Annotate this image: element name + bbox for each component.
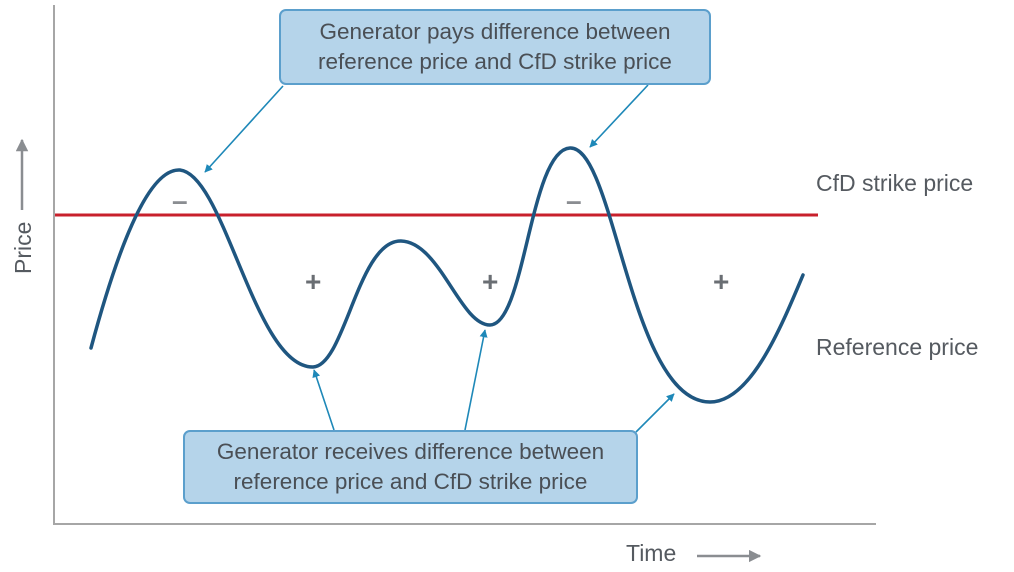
reference-price-curve	[89, 146, 805, 404]
generator-pays-line-1: Generator pays difference between	[319, 19, 671, 44]
bottom-callout-arrow-right	[635, 393, 675, 433]
strike-price-label: CfD strike price	[816, 170, 974, 196]
bottom-callout-arrow-middle	[464, 329, 488, 431]
plus-sign: +	[482, 266, 499, 297]
plus-sign: +	[713, 266, 730, 297]
minus-sign: –	[172, 185, 188, 216]
generator-receives-callout: Generator receives difference between re…	[183, 430, 638, 504]
y-axis-label: Price	[10, 221, 36, 274]
generator-receives-line-1: Generator receives difference between	[216, 439, 605, 464]
reference-price-label: Reference price	[816, 334, 979, 360]
plus-sign: +	[305, 266, 322, 297]
top-callout-arrow-right	[589, 84, 649, 148]
x-axis-label: Time	[626, 540, 677, 566]
minus-sign: –	[566, 185, 582, 216]
top-callout-arrow-left	[204, 85, 284, 173]
bottom-callout-arrow-left	[312, 369, 335, 431]
generator-pays-callout: Generator pays difference between refere…	[279, 9, 711, 85]
generator-pays-line-2: reference price and CfD strike price	[318, 49, 672, 74]
generator-receives-line-2: reference price and CfD strike price	[233, 469, 588, 494]
